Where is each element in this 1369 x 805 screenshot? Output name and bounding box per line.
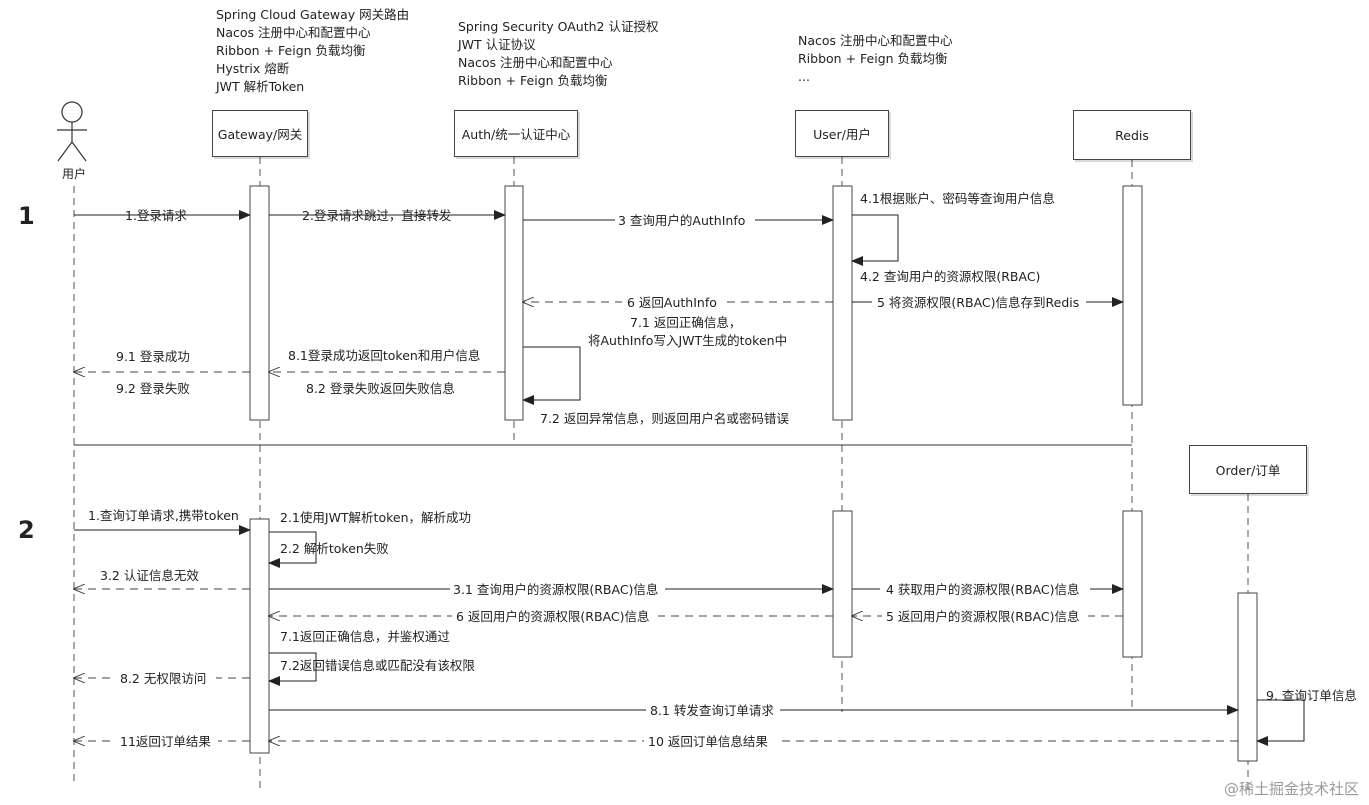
order-participant: Order/订单 [1189,445,1307,494]
msg-label: 3.2 认证信息无效 [100,568,199,583]
msg-label: 9.2 登录失败 [116,381,190,396]
note-line: Hystrix 熔断 [216,61,290,76]
msg-label: 7.1 返回正确信息， [630,315,741,330]
msg-label: 7.2 返回异常信息，则返回用户名或密码错误 [540,411,789,426]
msg-auth-check-self-arrow [268,652,317,686]
gateway-note: Spring Cloud Gateway 网关路由 Nacos 注册中心和配置中… [216,6,409,96]
note-line: Nacos 注册中心和配置中心 [458,55,613,70]
note-line: Spring Cloud Gateway 网关路由 [216,7,410,22]
section-number: 2 [18,516,35,544]
note-line: JWT 认证协议 [458,37,536,52]
msg-query-order-self-arrow [1256,699,1305,746]
msg-label: 8.2 登录失败返回失败信息 [306,381,455,396]
user-note: Nacos 注册中心和配置中心 Ribbon + Feign 负载均衡 ... [798,32,953,86]
msg-label: 6 返回用户的资源权限(RBAC)信息 [456,609,650,624]
section-number: 1 [18,202,35,230]
redis-participant: Redis [1073,110,1191,160]
msg-label: 将AuthInfo写入JWT生成的token中 [588,333,787,348]
msg-label: 4.2 查询用户的资源权限(RBAC) [860,269,1040,284]
msg-label: 1.查询订单请求,携带token [88,508,239,523]
msg-label: 8.1 转发查询订单请求 [650,703,774,718]
msg-label: 8.1登录成功返回token和用户信息 [288,348,480,363]
gateway-participant: Gateway/网关 [212,110,308,157]
auth-participant: Auth/统一认证中心 [454,110,578,157]
msg-label: 1.登录请求 [125,208,187,223]
gateway-activation-2 [249,518,270,754]
msg-label: 7.1返回正确信息，并鉴权通过 [280,629,450,644]
user-participant: User/用户 [795,110,889,157]
msg-label: 8.2 无权限访问 [120,671,206,686]
user-activation-2 [832,510,853,658]
auth-activation-1 [504,185,524,421]
user-activation-1 [832,185,853,421]
note-line: ... [798,69,810,84]
msg-self-query-arrow [851,214,899,266]
watermark: @稀土掘金技术社区 [1223,780,1359,798]
note-line: Nacos 注册中心和配置中心 [216,25,371,40]
msg-label: 11返回订单结果 [120,734,211,749]
msg-label: 5 返回用户的资源权限(RBAC)信息 [886,609,1080,624]
msg-label: 5 将资源权限(RBAC)信息存到Redis [877,295,1079,310]
msg-jwt-parse-self-arrow [268,531,317,568]
msg-label: 4.1根据账户、密码等查询用户信息 [860,191,1055,206]
msg-auth-self-arrow [522,346,581,405]
note-line: Nacos 注册中心和配置中心 [798,33,953,48]
gateway-activation-1 [249,185,270,421]
note-line: Ribbon + Feign 负载均衡 [798,51,948,66]
msg-label: 3 查询用户的AuthInfo [618,213,745,228]
order-activation [1237,592,1258,762]
msg-label: 10 返回订单信息结果 [648,734,768,749]
msg-label: 2.登录请求跳过，直接转发 [302,208,452,223]
note-line: Spring Security OAuth2 认证授权 [458,19,659,34]
actor-label: 用户 [62,167,87,181]
msg-label: 7.2返回错误信息或匹配没有该权限 [280,658,475,673]
msg-label: 3.1 查询用户的资源权限(RBAC)信息 [453,582,658,597]
redis-activation-1 [1122,185,1143,406]
msg-label: 6 返回AuthInfo [627,295,717,310]
redis-activation-2 [1122,510,1143,658]
msg-label: 9. 查询订单信息 [1266,688,1357,703]
note-line: Ribbon + Feign 负载均衡 [216,43,366,58]
msg-label: 2.2 解析token失败 [280,541,389,556]
auth-note: Spring Security OAuth2 认证授权 JWT 认证协议 Nac… [458,18,658,90]
msg-label: 9.1 登录成功 [116,349,190,364]
note-line: JWT 解析Token [216,79,305,94]
msg-label: 2.1使用JWT解析token，解析成功 [280,510,471,525]
note-line: Ribbon + Feign 负载均衡 [458,73,608,88]
user-actor-icon [57,101,87,162]
msg-label: 4 获取用户的资源权限(RBAC)信息 [886,582,1080,597]
